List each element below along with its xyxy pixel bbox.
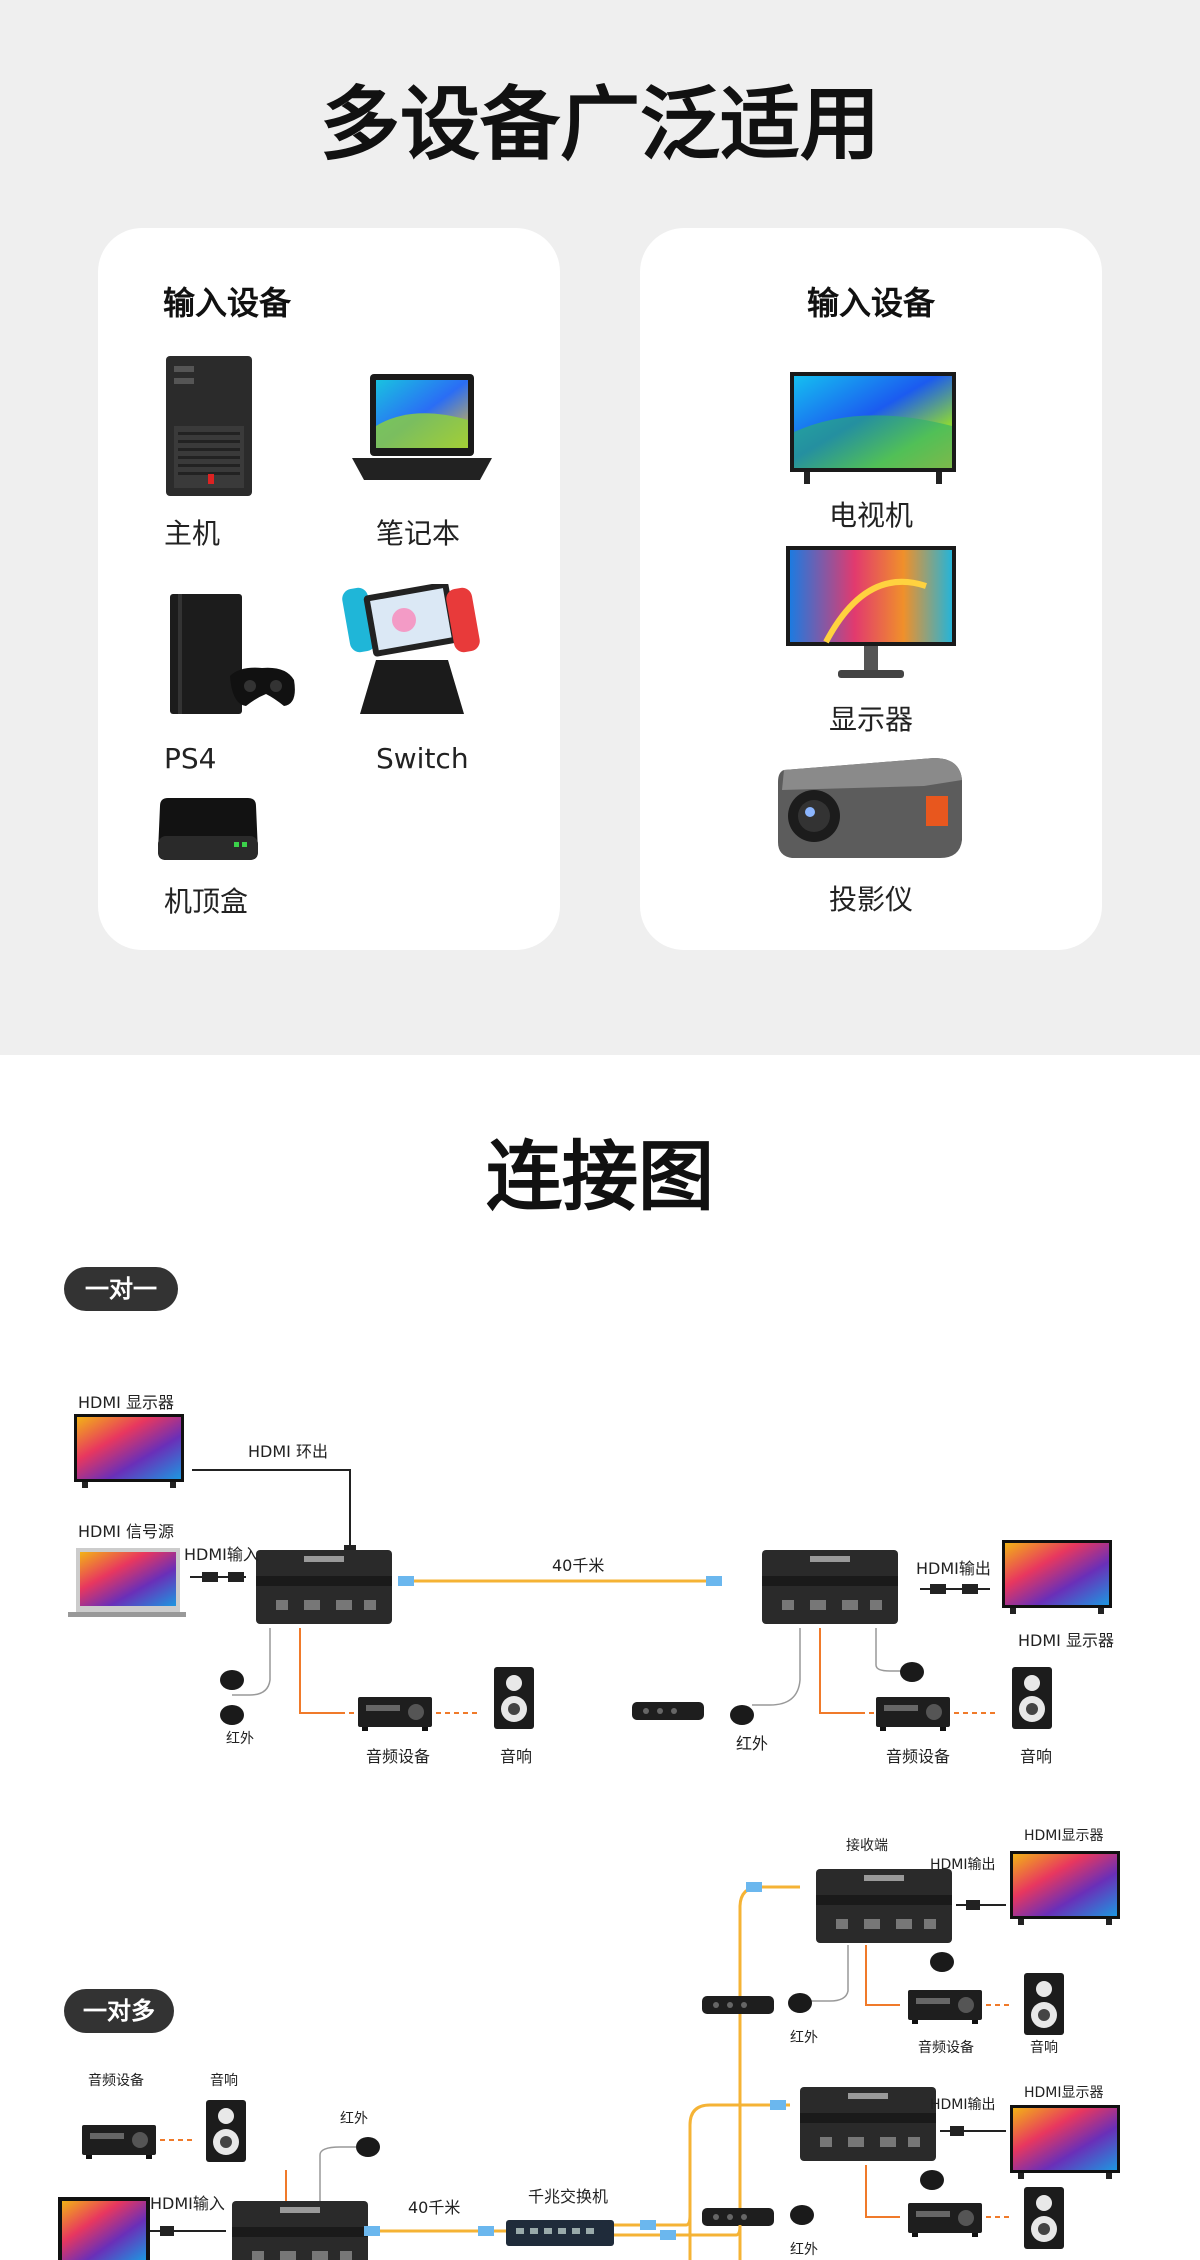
speaker-label: 音响 [500,1747,533,1766]
hdmi-source-label: HDMI 信号源 [78,1522,174,1541]
hdmi-display-icon [1010,1851,1120,1925]
speaker-label: 音响 [210,2073,238,2089]
device-label-ps4: PS4 [164,742,217,775]
device-label-settop: 机顶盒 [164,885,249,918]
hdmi-display-label: HDMI 显示器 [1018,1631,1114,1650]
audio-device-label: 音频设备 [88,2073,144,2089]
device-label-monitor: 显示器 [828,703,913,736]
audio-device-label: 音频设备 [366,1747,431,1766]
distance-label: 40千米 [552,1556,605,1575]
distance-label: 40千米 [408,2198,461,2217]
speaker-label: 音响 [1030,2040,1058,2056]
input-devices-card: 输入设备 主机 笔记本 PS4 [98,228,560,950]
ir-label: 红外 [790,2030,818,2046]
speaker-icon [494,1667,534,1729]
speaker-label: 音响 [1020,1747,1053,1766]
television-icon [790,372,956,484]
card-title: 输入设备 [806,284,935,322]
device-label-laptop: 笔记本 [376,517,461,550]
ir-label: 红外 [340,2111,368,2127]
hdmi-output-label: HDMI输出 [930,1857,996,1873]
hdmi-output-label: HDMI输出 [930,2097,996,2113]
hdmi-display-label: HDMI显示器 [1024,2085,1104,2101]
desktop-tower-icon [166,356,252,496]
device-label-switch: Switch [376,742,469,775]
ir-label: 红外 [736,1734,769,1753]
hdmi-display-label: HDMI 显示器 [78,1393,174,1412]
transmitter-icon [256,1550,392,1624]
hdmi-display-icon [74,1414,184,1488]
switch-label: 千兆交换机 [528,2187,609,2206]
device-label-pc: 主机 [164,517,221,550]
hdmi-input-label: HDMI输入 [150,2194,225,2213]
ir-label: 红外 [790,2242,818,2258]
one-to-one-tag: 一对一 [64,1267,178,1311]
hdmi-output-label: HDMI输出 [916,1559,991,1578]
one-to-many-tag: 一对多 [64,1989,174,2033]
connection-diagram-section: 连接图 [0,1055,1200,2260]
audio-device-icon [876,1697,950,1731]
receiver-icon [762,1550,898,1624]
speaker-icon [1012,1667,1052,1729]
game-console-icon [170,594,295,714]
section-title: 连接图 [486,1132,714,1221]
transmitter-icon [232,2201,368,2260]
section-title: 多设备广泛适用 [320,78,880,171]
device-compatibility-section: 多设备广泛适用 输入设备 主机 笔记本 PS4 [0,0,1200,1055]
audio-device-label: 音频设备 [886,1747,951,1766]
receiver-label: 接收端 [846,1838,888,1854]
handheld-console-icon [342,584,480,714]
audio-device-icon [358,1697,432,1731]
monitor-icon [786,546,956,678]
receiver-icon [800,2087,936,2161]
receiver-icon [816,1869,952,1943]
hdmi-loop-label: HDMI 环出 [248,1442,328,1461]
speaker-icon [206,2100,246,2162]
audio-device-icon [82,2125,156,2159]
card-title: 输入设备 [163,284,292,322]
hdmi-input-label: HDMI输入 [184,1545,259,1564]
ir-label: 红外 [226,1731,254,1747]
set-top-box-icon [158,798,258,860]
hdmi-display-icon [1002,1540,1112,1614]
device-label-tv: 电视机 [828,499,913,532]
projector-icon [778,758,962,858]
audio-device-label: 音频设备 [918,2040,974,2056]
hdmi-display-icon [1010,2105,1120,2179]
hdmi-display-label: HDMI显示器 [1024,1828,1104,1844]
device-label-projector: 投影仪 [828,883,913,916]
output-devices-card: 输入设备 电视机 显示器 投影仪 [640,228,1102,950]
laptop-icon [352,374,492,480]
connection-diagram [58,1414,1120,2260]
